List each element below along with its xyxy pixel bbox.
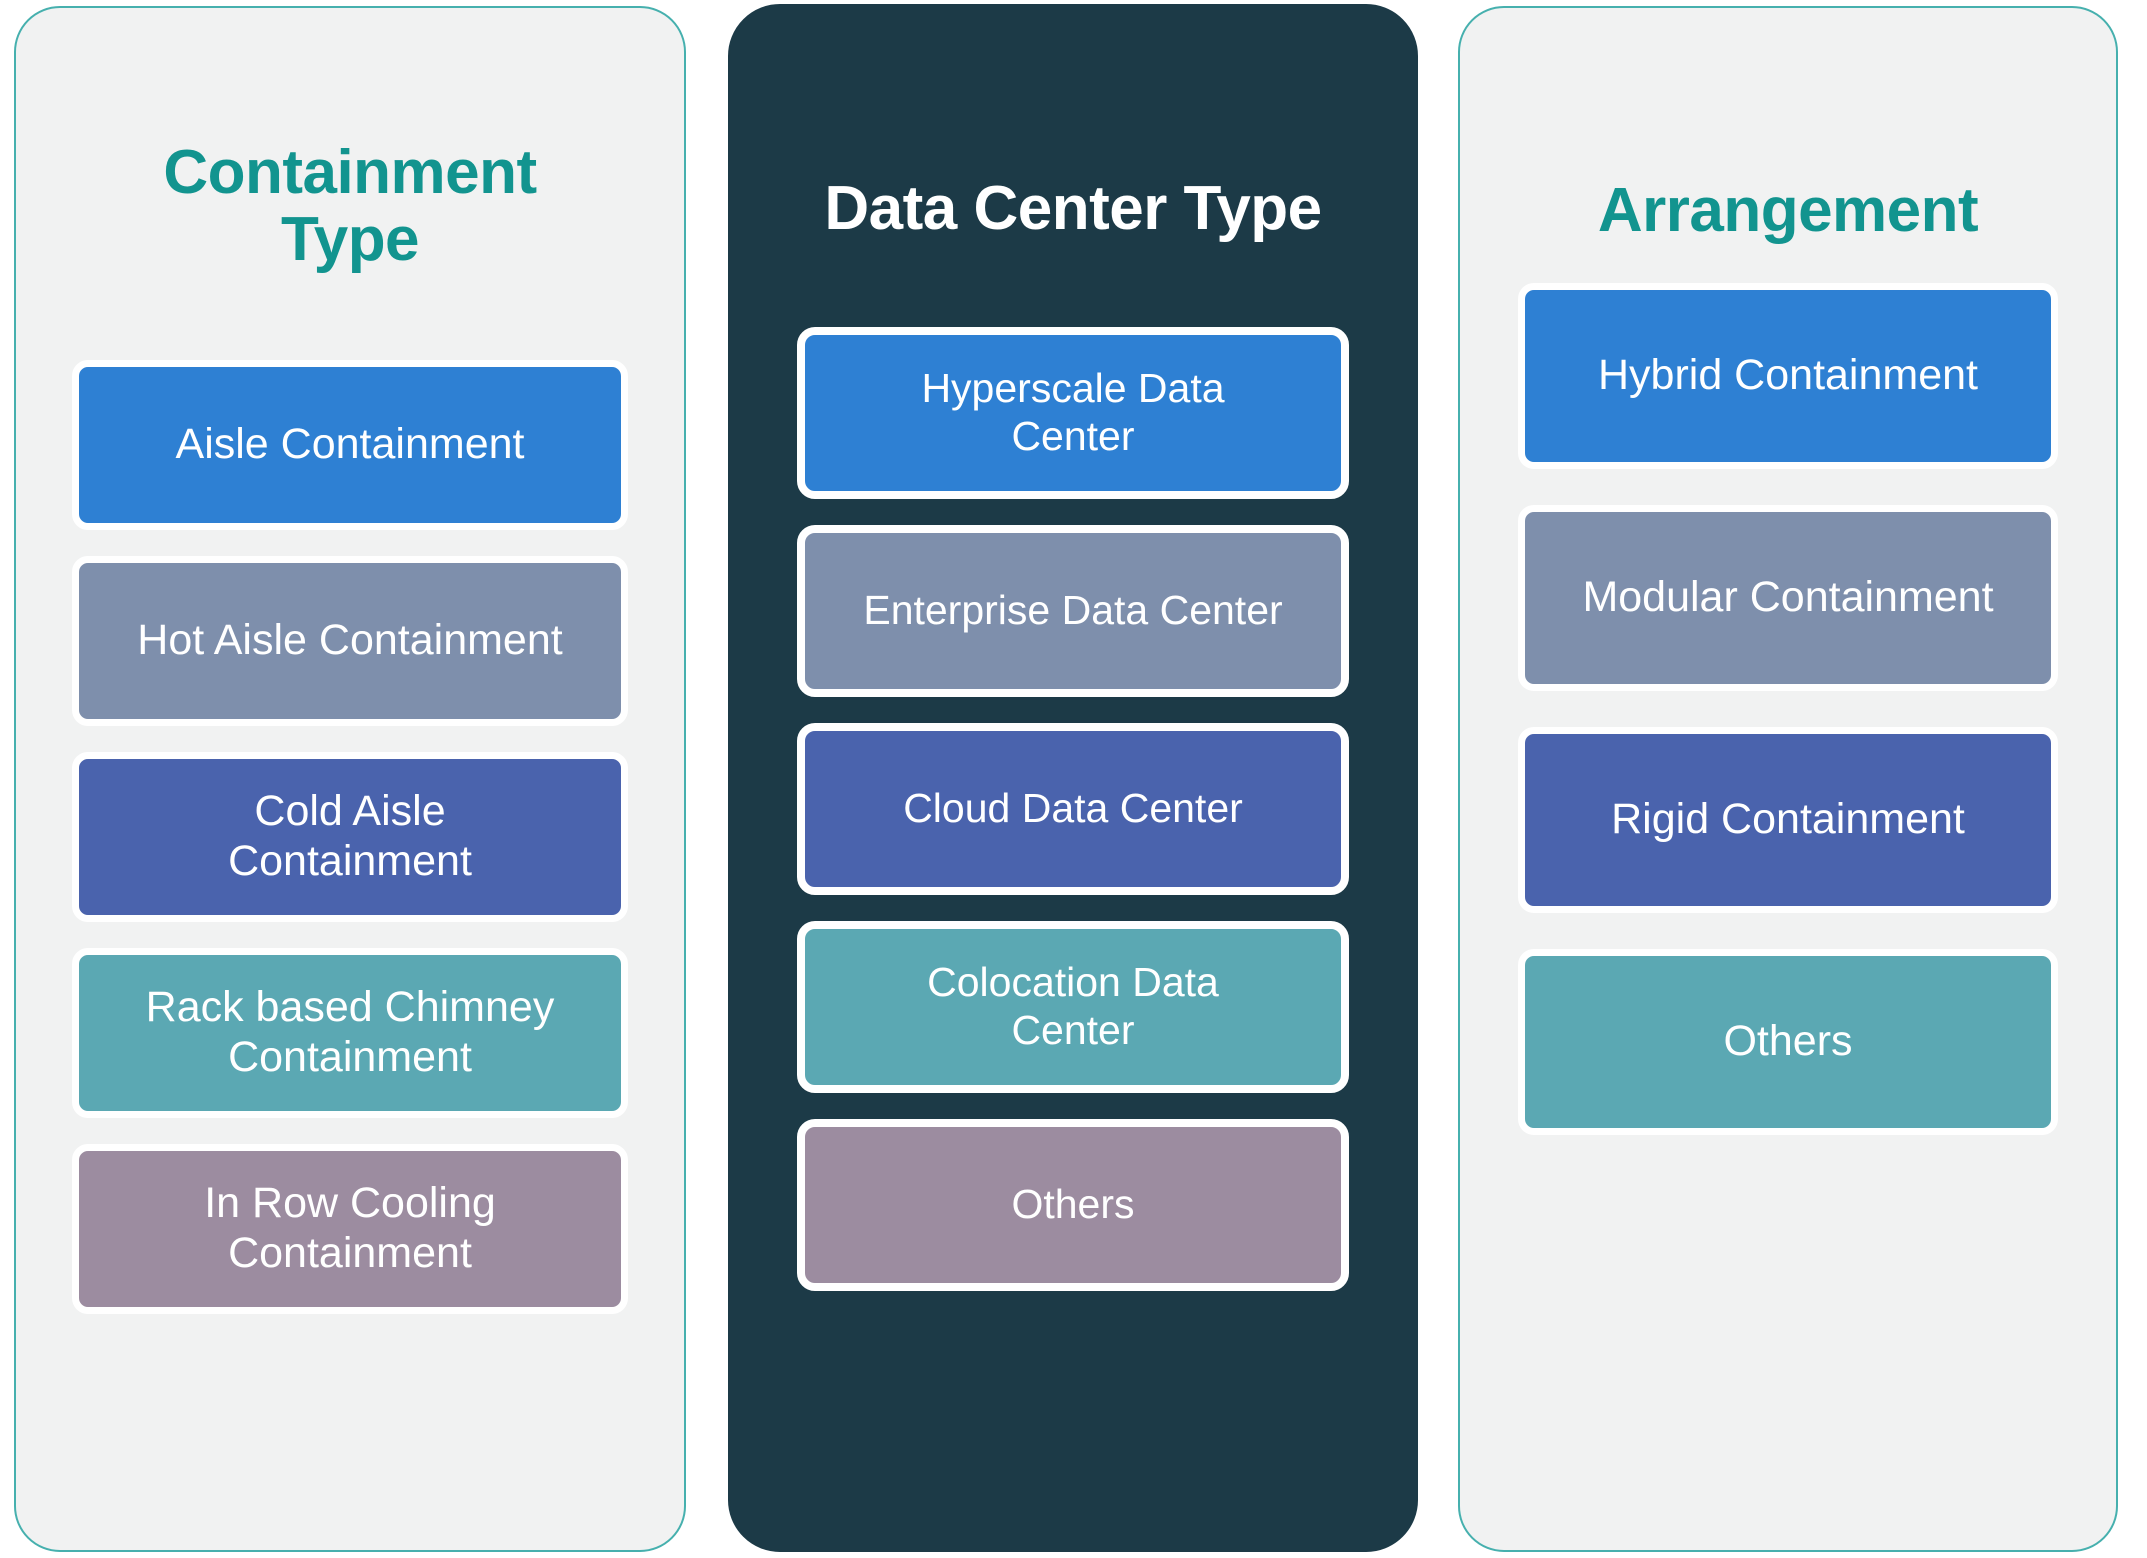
chip-data-center-others[interactable]: Others — [797, 1118, 1349, 1291]
chip-aisle-containment[interactable]: Aisle Containment — [72, 359, 628, 530]
chip-modular-containment[interactable]: Modular Containment — [1518, 504, 2058, 691]
chip-arrangement-others[interactable]: Others — [1518, 948, 2058, 1135]
chip-in-row-cooling-containment[interactable]: In Row Cooling Containment — [72, 1143, 628, 1314]
column-data-center-type: Data Center Type Hyperscale Data Center … — [728, 4, 1418, 1552]
column-title-containment-type: Containment Type — [163, 138, 537, 274]
item-stack-arrangement: Hybrid Containment Modular Containment R… — [1460, 282, 2116, 1135]
chip-cloud-data-center[interactable]: Cloud Data Center — [797, 722, 1349, 895]
chip-hyperscale-data-center[interactable]: Hyperscale Data Center — [797, 326, 1349, 499]
chip-cold-aisle-containment[interactable]: Cold Aisle Containment — [72, 751, 628, 922]
chip-colocation-data-center[interactable]: Colocation Data Center — [797, 920, 1349, 1093]
item-stack-containment-type: Aisle Containment Hot Aisle Containment … — [16, 359, 684, 1314]
column-containment-type: Containment Type Aisle Containment Hot A… — [14, 6, 686, 1552]
chip-enterprise-data-center[interactable]: Enterprise Data Center — [797, 524, 1349, 697]
chip-hot-aisle-containment[interactable]: Hot Aisle Containment — [72, 555, 628, 726]
column-title-data-center-type: Data Center Type — [824, 174, 1322, 243]
chip-rack-based-chimney-containment[interactable]: Rack based Chimney Containment — [72, 947, 628, 1118]
chip-hybrid-containment[interactable]: Hybrid Containment — [1518, 282, 2058, 469]
chip-rigid-containment[interactable]: Rigid Containment — [1518, 726, 2058, 913]
item-stack-data-center-type: Hyperscale Data Center Enterprise Data C… — [730, 326, 1416, 1291]
column-arrangement: Arrangement Hybrid Containment Modular C… — [1458, 6, 2118, 1552]
column-title-arrangement: Arrangement — [1597, 176, 1979, 245]
